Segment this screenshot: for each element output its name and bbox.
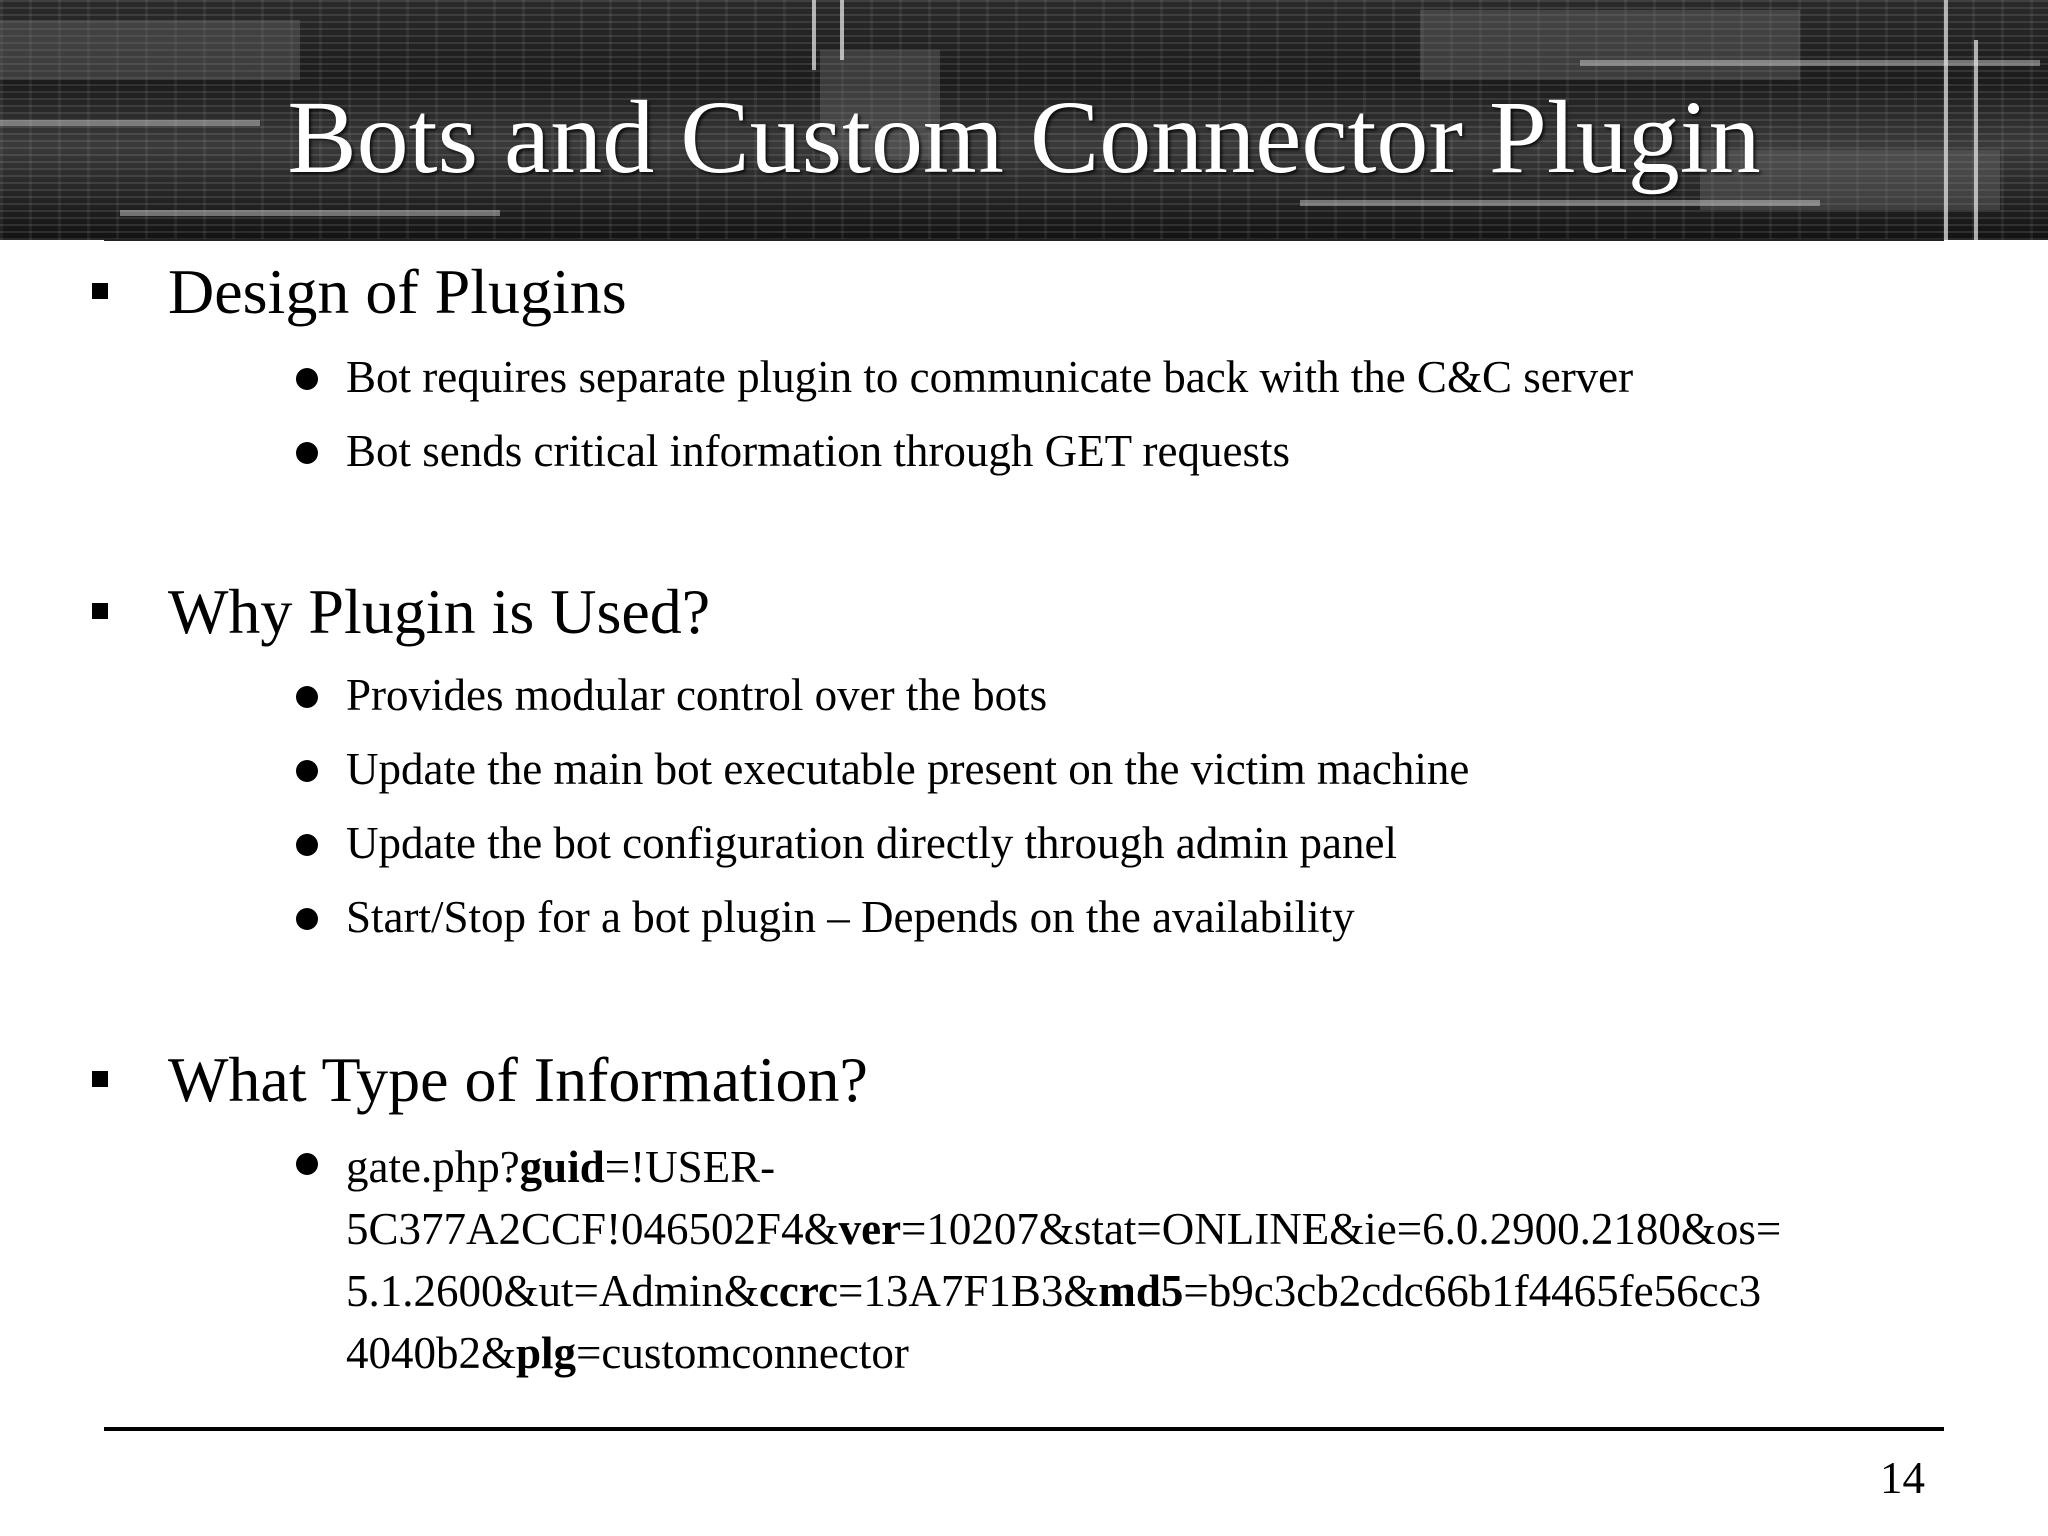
query-line: gate.php?guid=!USER- bbox=[346, 1142, 776, 1192]
square-bullet-icon bbox=[92, 603, 108, 619]
round-bullet-icon bbox=[296, 834, 318, 856]
round-bullet-icon bbox=[296, 1153, 318, 1175]
round-bullet-icon bbox=[296, 442, 318, 464]
round-bullet-icon bbox=[296, 908, 318, 930]
bottom-divider bbox=[104, 1427, 1944, 1431]
round-bullet-icon bbox=[296, 368, 318, 390]
round-bullet-icon bbox=[296, 760, 318, 782]
square-bullet-icon bbox=[92, 1071, 108, 1087]
query-line: 5.1.2600&ut=Admin&ccrc=13A7F1B3&md5=b9c3… bbox=[346, 1266, 1762, 1316]
header-banner: Bots and Custom Connector Plugin bbox=[0, 0, 2048, 240]
query-line: 4040b2&plg=customconnector bbox=[346, 1328, 909, 1378]
top-divider bbox=[104, 239, 1944, 241]
page-number: 14 bbox=[1880, 1453, 1925, 1503]
square-bullet-icon bbox=[92, 283, 108, 299]
slide-title: Bots and Custom Connector Plugin bbox=[287, 80, 1761, 195]
round-bullet-icon bbox=[296, 686, 318, 708]
gate-request-example: gate.php?guid=!USER- 5C377A2CCF!046502F4… bbox=[346, 1136, 1986, 1384]
query-line: 5C377A2CCF!046502F4&ver=10207&stat=ONLIN… bbox=[346, 1204, 1782, 1254]
